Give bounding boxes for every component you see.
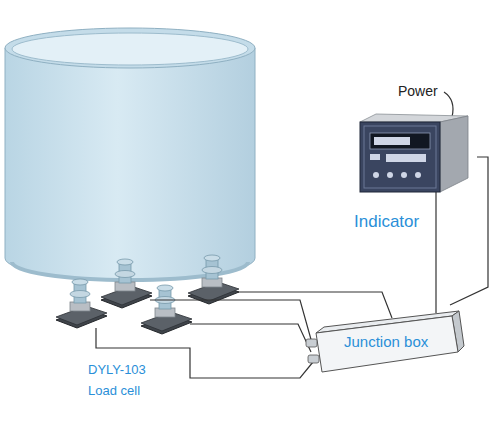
load-cell-cable: [96, 92, 453, 378]
junction-box: Junction box: [312, 305, 464, 380]
indicator: Indicator: [340, 112, 477, 242]
indicator-device: [340, 112, 477, 212]
tank: [5, 28, 255, 280]
power-label: Power: [398, 80, 438, 102]
junction-box-text: Junction box: [344, 333, 428, 350]
indicator-text: Indicator: [354, 212, 419, 232]
load-cell: [56, 255, 239, 334]
load-cell-label: DYLY-103 Load cell: [88, 360, 162, 402]
